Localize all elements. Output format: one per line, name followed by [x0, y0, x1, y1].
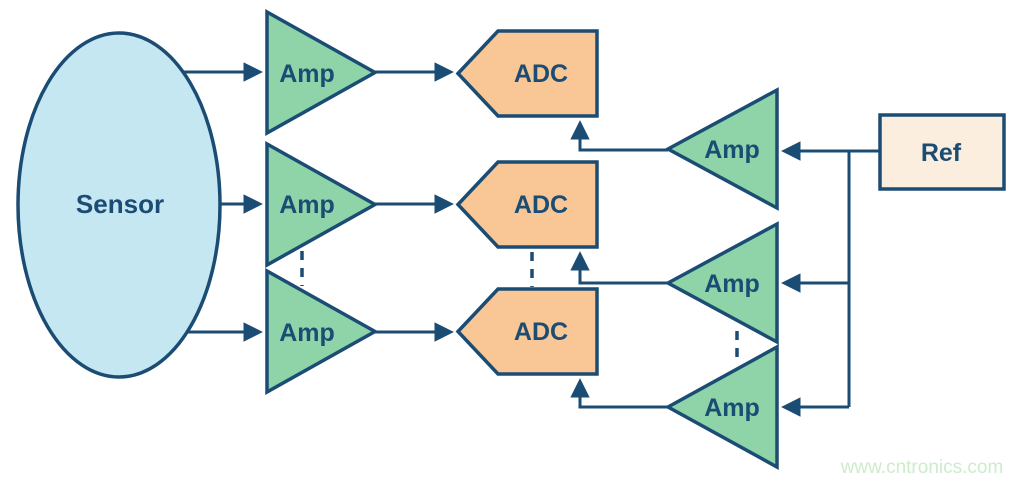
- adc2-label: ADC: [514, 191, 568, 219]
- ref-amp2-block: [664, 221, 779, 345]
- amp3-block: [265, 268, 379, 395]
- wire-refamp1-to-adc1: [570, 120, 668, 152]
- amp1-block: [265, 9, 379, 136]
- amp1-label: Amp: [279, 60, 335, 88]
- adc2-block: [455, 160, 599, 249]
- ref-amp3-label: Amp: [704, 394, 760, 422]
- wire-refamp2-to-adc2: [570, 251, 668, 285]
- ref-block: [878, 113, 1006, 191]
- ref-amp2-label: Amp: [704, 270, 760, 298]
- amp2-block: [265, 141, 379, 268]
- sensor-label: Sensor: [76, 189, 164, 219]
- adc1-label: ADC: [514, 60, 568, 88]
- adc3-label: ADC: [514, 318, 568, 346]
- ref-label: Ref: [921, 139, 962, 167]
- adc3-block: [455, 287, 599, 376]
- adc1-block: [455, 29, 599, 118]
- amp2-label: Amp: [279, 191, 335, 219]
- ref-amp3-block: [664, 344, 779, 470]
- watermark-text: www.cntronics.com: [840, 457, 1004, 478]
- amp3-label: Amp: [279, 319, 335, 347]
- ref-amp1-label: Amp: [704, 136, 760, 164]
- ref-amp1-block: [664, 87, 779, 211]
- wire-refamp3-to-adc3: [570, 378, 668, 409]
- sensor-block: [16, 31, 222, 379]
